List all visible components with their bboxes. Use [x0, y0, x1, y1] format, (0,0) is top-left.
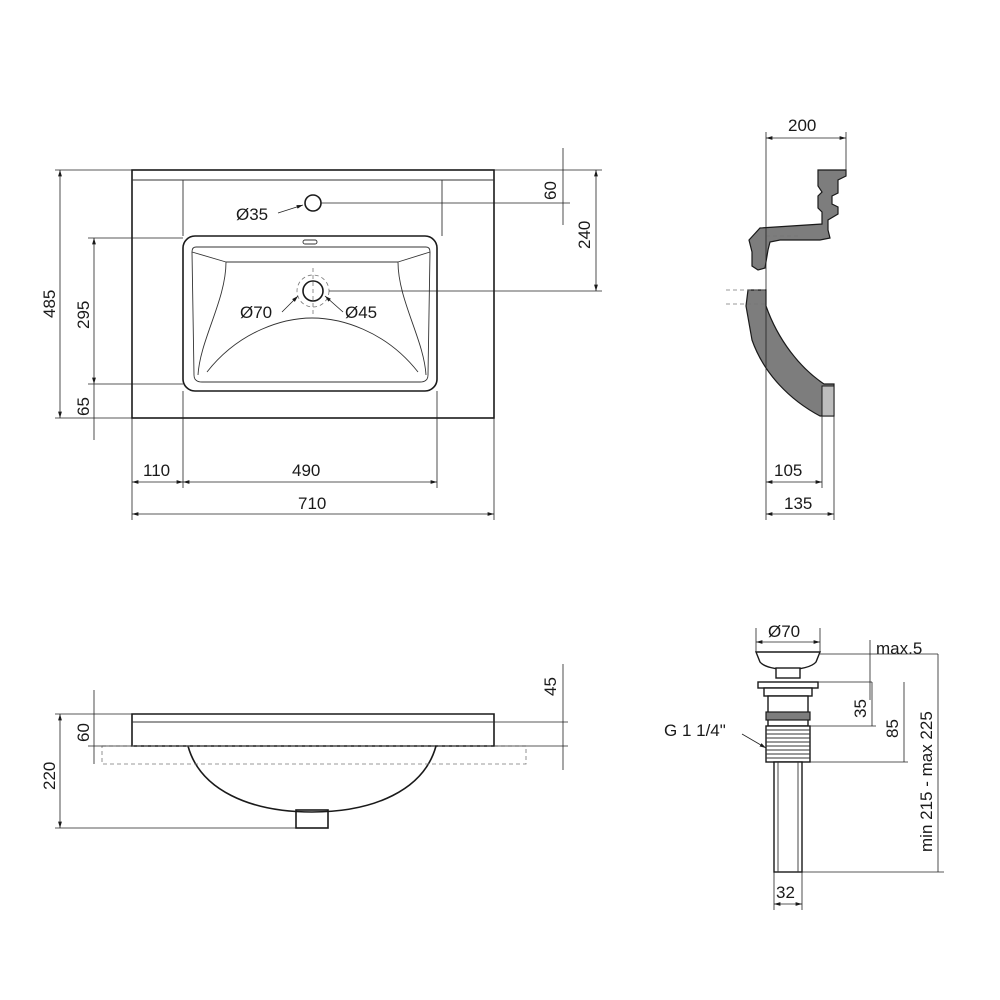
- dim-width-total: 710: [298, 494, 326, 513]
- dim-pipe-diameter: 32: [776, 883, 795, 902]
- thread-label: G 1 1/4": [664, 721, 726, 740]
- drain-outer-label: Ø70: [240, 303, 272, 322]
- bowl-outline: [182, 235, 438, 392]
- dim-depth-bowl: 295: [74, 301, 93, 329]
- top-view: Ø35 Ø70 Ø45 710 110 490 485 295 65 60: [40, 148, 602, 520]
- dim-bottom-inner: 105: [774, 461, 802, 480]
- drain-inner-label: Ø45: [345, 303, 377, 322]
- tap-hole-label: Ø35: [236, 205, 268, 224]
- front-view: 220 60 45: [40, 664, 568, 829]
- tap-hole: [304, 194, 322, 212]
- dim-cap-diameter: Ø70: [768, 622, 800, 641]
- dim-width-bowl: 490: [292, 461, 320, 480]
- dim-drain-offset: 240: [575, 221, 594, 249]
- dim-rim-height: 60: [74, 723, 93, 742]
- drain-view: Ø70 max.5 35 85 min 215 - max 225 32 G 1…: [664, 622, 944, 910]
- dim-slab: 45: [541, 677, 560, 696]
- side-section-view: 200 105 135: [726, 116, 847, 520]
- dim-front-rim: 65: [74, 397, 93, 416]
- dim-depth-total: 485: [40, 290, 59, 318]
- drain-inner: [302, 280, 324, 302]
- drain-pipe: [773, 761, 803, 873]
- dim-top-depth: 200: [788, 116, 816, 135]
- dim-total-height: 220: [40, 762, 59, 790]
- dim-bottom-outer: 135: [784, 494, 812, 513]
- drain-thread: [765, 725, 811, 763]
- drain-cap: [754, 651, 822, 671]
- dim-adjust-range: min 215 - max 225: [917, 711, 936, 852]
- basin-outline-front: [131, 713, 495, 747]
- basin-outline-top: [131, 169, 495, 419]
- dim-cap-gap: max.5: [876, 639, 922, 658]
- dim-tap-offset: 60: [541, 181, 560, 200]
- dim-flange: 35: [851, 699, 870, 718]
- dim-body: 85: [883, 719, 902, 738]
- dim-offset-left: 110: [143, 461, 170, 480]
